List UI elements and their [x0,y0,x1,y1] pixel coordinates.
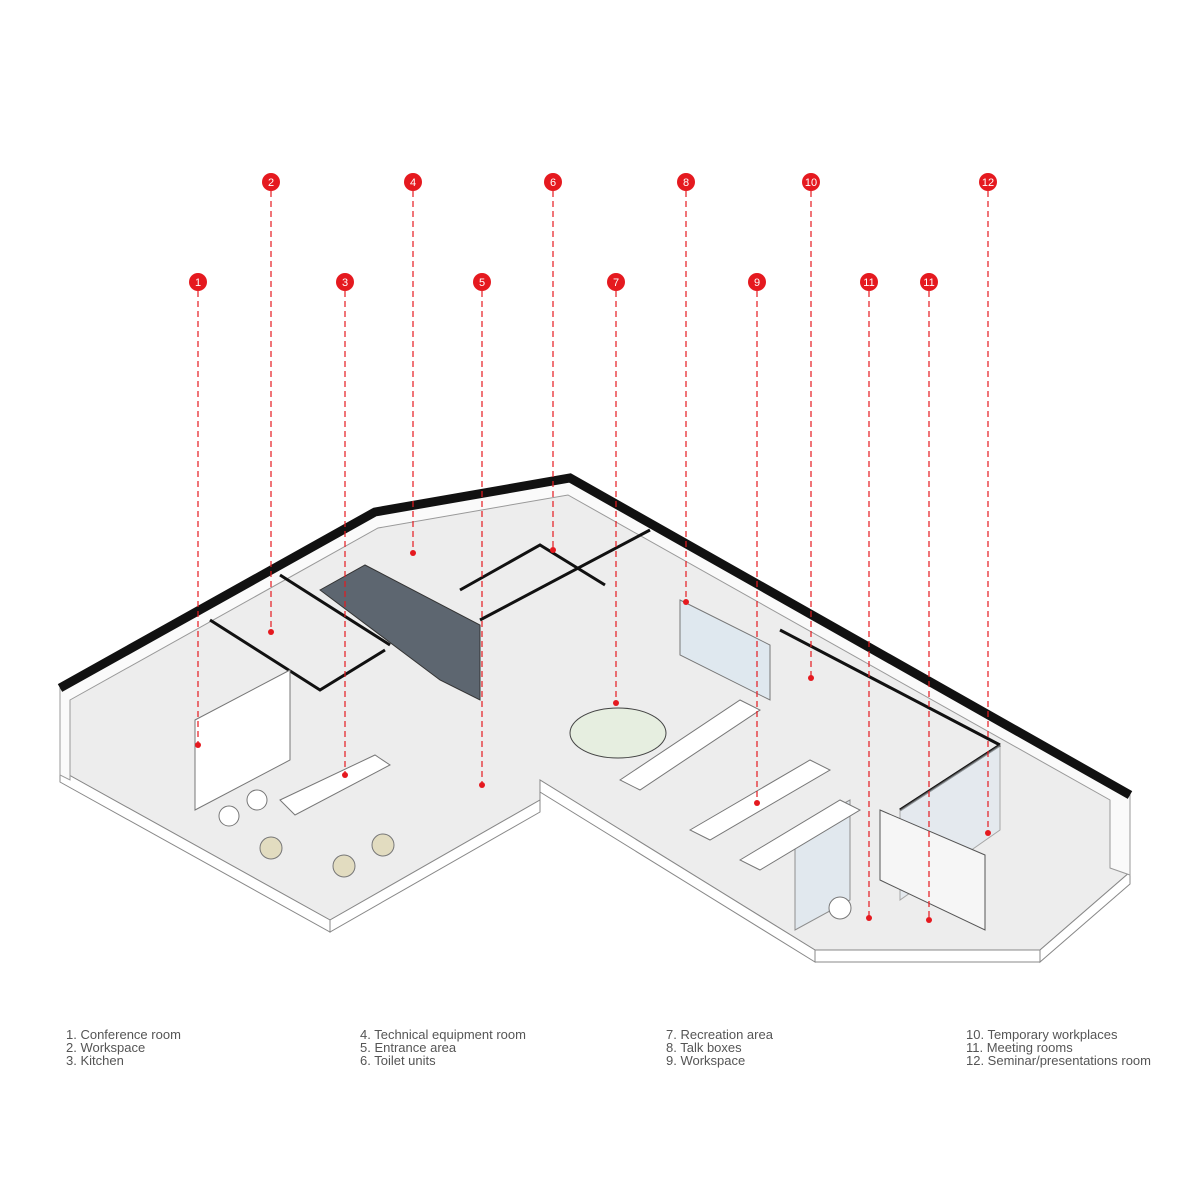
leader-dot [550,547,556,553]
furniture [194,669,862,920]
legend-item: 1. Conference room [66,1027,181,1042]
marker-circle [544,173,562,191]
legend-column-3: 7. Recreation area 8. Talk boxes 9. Work… [666,1028,773,1067]
leader-dot [613,700,619,706]
callout-marker-5: 5 [473,273,491,788]
legend-item: 2. Workspace [66,1040,146,1055]
marker-label: 9 [754,277,760,289]
legend-item: 8. Talk boxes [666,1040,742,1055]
callout-marker-7: 7 [607,273,625,706]
callout-marker-3: 3 [336,273,354,778]
marker-label: 12 [982,177,994,189]
marker-circle [189,273,207,291]
marker-label: 2 [268,177,274,189]
legend-item: 4. Technical equipment room [360,1027,526,1042]
marker-circle [262,173,280,191]
marker-label: 11 [863,277,874,289]
marker-label: 10 [805,177,817,189]
callout-marker-4: 4 [404,173,422,556]
marker-circle [336,273,354,291]
stair [319,564,481,701]
marker-circle [979,173,997,191]
legend-item: 10. Temporary workplaces [966,1027,1118,1042]
marker-circle [473,273,491,291]
leader-dot [195,742,201,748]
marker-circle [860,273,878,291]
legend-item: 6. Toilet units [360,1053,436,1068]
legend-item: 12. Seminar/presentations room [966,1053,1151,1068]
legend-column-2: 4. Technical equipment room 5. Entrance … [360,1028,526,1067]
callout-marker-8: 8 [677,173,695,605]
marker-label: 6 [550,177,556,189]
marker-circle [677,173,695,191]
leader-dot [866,915,872,921]
callout-marker-1: 1 [189,273,207,748]
legend-item: 11. Meeting rooms [966,1040,1073,1055]
callout-marker-11: 11 [920,273,938,923]
legend-item: 5. Entrance area [360,1040,457,1055]
marker-circle [920,273,938,291]
legend-item: 7. Recreation area [666,1027,773,1042]
callout-marker-2: 2 [262,173,280,635]
leader-dot [808,675,814,681]
marker-label: 1 [195,277,201,289]
marker-label: 4 [410,177,416,189]
marker-label: 11 [923,277,934,289]
leader-dot [268,629,274,635]
marker-label: 5 [479,277,485,289]
marker-circle [748,273,766,291]
marker-label: 8 [683,177,689,189]
callout-marker-9: 9 [748,273,766,806]
leader-dot [410,550,416,556]
callout-marker-12: 12 [979,173,997,836]
marker-label: 3 [342,277,348,289]
leader-dot [926,917,932,923]
legend-column-1: 1. Conference room 2. Workspace 3. Kitch… [66,1028,181,1067]
leader-dot [342,772,348,778]
callout-marker-11: 11 [860,273,878,921]
legend-item: 3. Kitchen [66,1053,124,1068]
marker-circle [404,173,422,191]
leader-dot [479,782,485,788]
callout-marker-6: 6 [544,173,562,553]
legend-item: 9. Workspace [666,1053,746,1068]
leader-dot [683,599,689,605]
marker-circle [802,173,820,191]
marker-label: 7 [613,277,619,289]
marker-circle [607,273,625,291]
leader-dot [754,800,760,806]
legend-column-4: 10. Temporary workplaces 11. Meeting roo… [966,1028,1151,1067]
outer-walls [57,473,1133,876]
leader-dot [985,830,991,836]
callout-marker-10: 10 [802,173,820,681]
